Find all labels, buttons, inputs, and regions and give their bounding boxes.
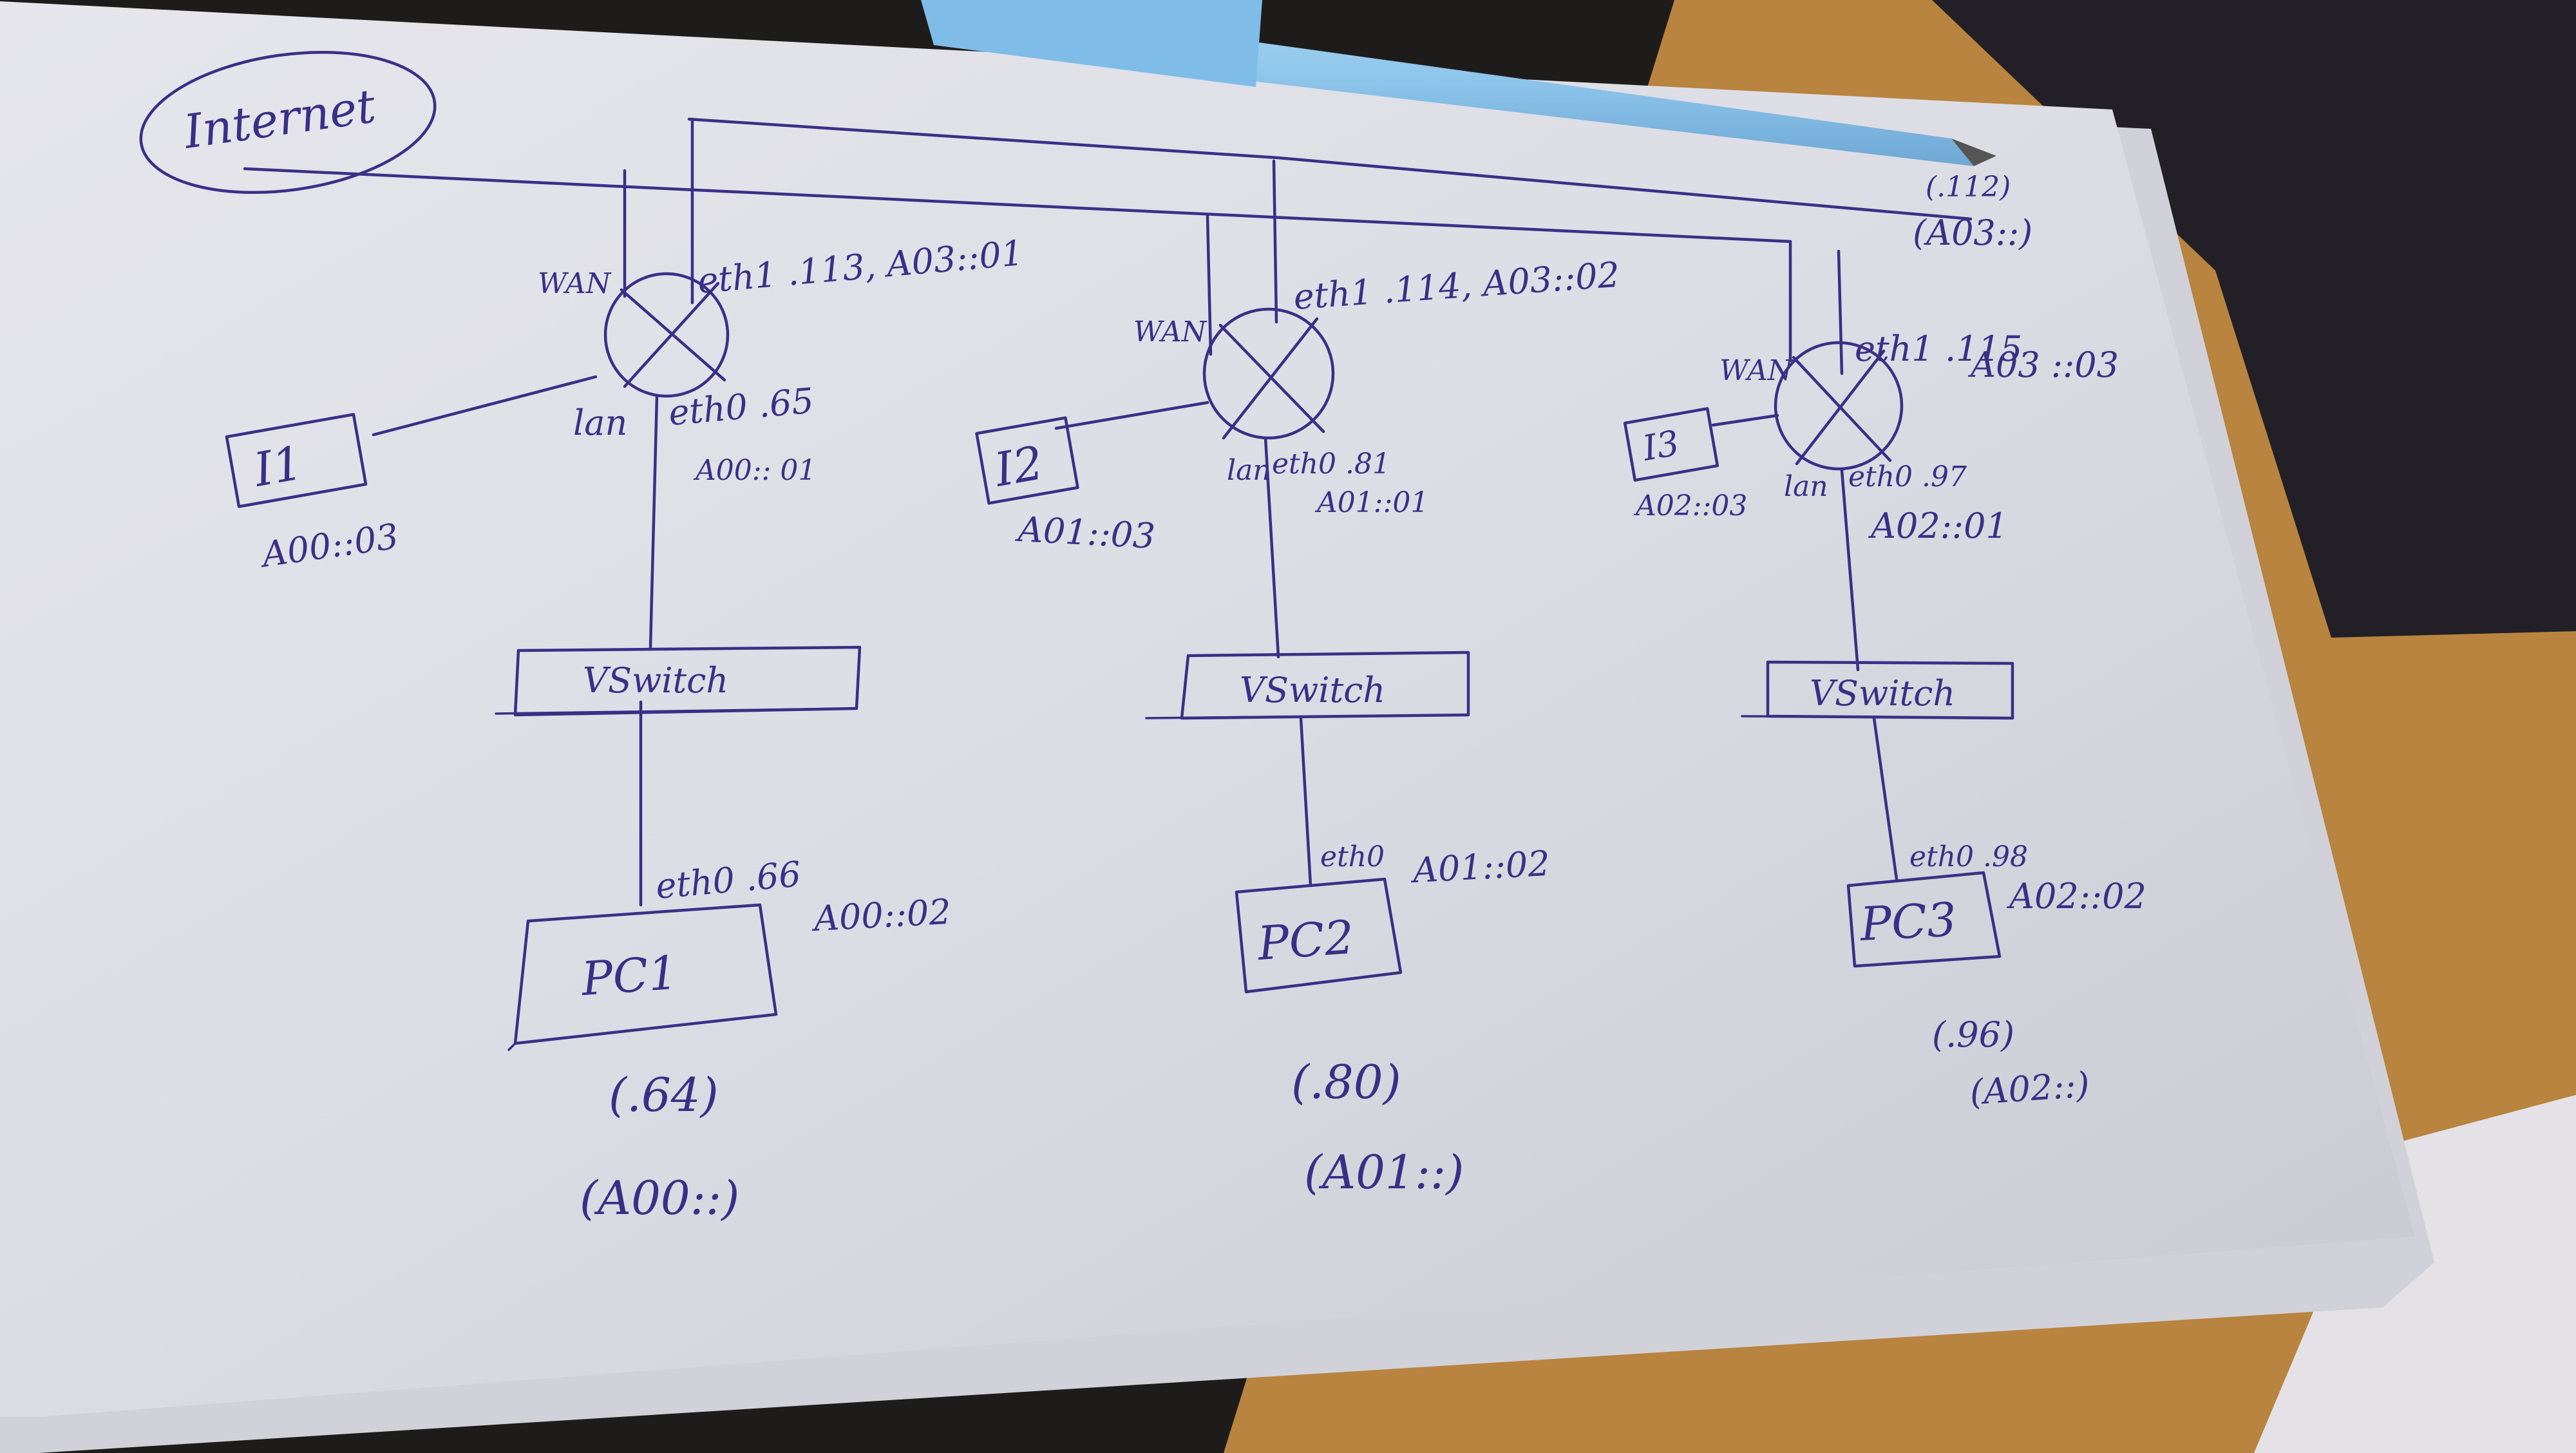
router-1-lan-label: lan	[573, 403, 627, 443]
router-3-to-i3	[1711, 413, 1779, 427]
router-3-lan-label: lan	[1784, 470, 1828, 503]
router-2-wan-label: WAN	[1133, 316, 1208, 348]
i3-box	[1623, 407, 1719, 482]
i3-addr: A02::03	[1633, 489, 1747, 522]
router-3: WAN eth1 .115 A03 ::03 lan eth0 .97 A02:…	[1623, 328, 2119, 672]
pc-2-subnet: (.80)	[1291, 1055, 1401, 1109]
backbone-line-upper	[687, 117, 1973, 221]
router-2-symbol	[1202, 307, 1335, 440]
router-2-lan-label: lan	[1227, 454, 1271, 487]
pc-1-label: PC1	[578, 945, 679, 1006]
vswitch-2-label: VSwitch	[1240, 670, 1385, 710]
router-1-to-i1	[372, 375, 598, 437]
i3-label: I3	[1639, 423, 1682, 469]
drop-router2-b	[1272, 159, 1278, 324]
pc-1-subnet: (.64)	[609, 1068, 719, 1122]
pc-1-box	[513, 903, 778, 1045]
drop-router2-a	[1206, 214, 1213, 356]
pc-2-eth: eth0	[1320, 840, 1385, 873]
pc-1-prefix: (A00::)	[580, 1171, 739, 1225]
router-1-symbol	[603, 272, 730, 398]
monitor-base	[1932, 0, 2576, 638]
pc-2-box	[1235, 877, 1403, 994]
pc-2-v6: A01::02	[1408, 843, 1551, 891]
pc-1-v6: A00::02	[810, 891, 952, 939]
router-1-cross	[620, 281, 726, 388]
pc-2: PC2 eth0 A01::02 (.80) (A01::)	[1235, 840, 1551, 1199]
router-2-to-switch	[1264, 436, 1280, 659]
router-2-lan-v6: A01::01	[1314, 486, 1428, 519]
vswitch-2: VSwitch	[1145, 651, 1470, 888]
pen-cap	[921, 0, 1262, 87]
router-2-lan-addr: eth0 .81	[1272, 448, 1390, 480]
vswitch-3-underline	[1741, 715, 2014, 719]
internet-ellipse	[139, 50, 437, 195]
drop-router3	[1837, 249, 1844, 375]
notebook-page	[0, 1, 2415, 1417]
vswitch-2-to-pc2	[1299, 716, 1312, 888]
i1-label: I1	[249, 435, 307, 497]
pc-2-prefix: (A01::)	[1304, 1145, 1464, 1199]
pc-2-label: PC2	[1255, 910, 1356, 971]
wan-subnet: (.112)	[1926, 171, 2011, 204]
router-1-lan-v6: A00:: 01	[693, 454, 816, 487]
pen-tip	[1951, 138, 1996, 166]
router-3-lan-v6: A02::01	[1868, 506, 2008, 546]
i1-box	[225, 413, 368, 508]
router-3-symbol	[1774, 341, 1904, 471]
pc-1: PC1 eth0 .66 A00::02 (.64) (A00::)	[507, 854, 952, 1225]
vswitch-2-underline	[1145, 714, 1470, 719]
router-3-cross	[1792, 349, 1892, 466]
network-diagram: Internet WAN eth1 .113, A03::01 lan eth0…	[139, 50, 2146, 1225]
pc-3-v6: A02::02	[2006, 876, 2146, 916]
pc-3-label: PC3	[1857, 892, 1958, 951]
vswitch-1: VSwitch	[495, 645, 862, 907]
vswitch-3-label: VSwitch	[1810, 673, 1955, 714]
router-3-to-switch	[1840, 468, 1860, 672]
router-1-wan-label: WAN	[538, 267, 612, 300]
vswitch-3-to-pc3	[1872, 716, 1899, 881]
notebook	[0, 1, 2434, 1453]
pc-3: PC3 eth0 .98 A02::02 (.96) (A02::)	[1846, 840, 2146, 1113]
wan-network-label: (.112) (A03::)	[1913, 171, 2032, 253]
i2-box	[975, 416, 1079, 505]
pc-3-eth: eth0 .98	[1909, 840, 2028, 873]
vswitch-3: VSwitch	[1741, 660, 2014, 881]
vswitch-1-label: VSwitch	[583, 660, 728, 701]
pen	[921, 0, 1996, 166]
router-3-wan-v6: A03 ::03	[1967, 345, 2119, 385]
vswitch-1-underline	[495, 707, 858, 715]
router-2-to-i2	[1054, 401, 1209, 430]
router-2-cross	[1218, 317, 1325, 440]
backbone-line-lower	[243, 167, 1792, 363]
pc-3-subnet: (.96)	[1932, 1014, 2014, 1055]
pc-3-box	[1846, 871, 2002, 968]
router-3-wan-label: WAN	[1719, 354, 1794, 387]
i2-addr: A01::03	[1014, 509, 1156, 556]
wan-backbone	[243, 117, 1973, 375]
pc-3-prefix: (A02::)	[1969, 1064, 2091, 1113]
wan-prefix: (A03::)	[1913, 213, 2032, 253]
router-3-lan-addr: eth0 .97	[1848, 461, 1967, 493]
router-1-to-switch	[649, 394, 659, 649]
router-3-wan-addr: eth1 .115	[1855, 328, 2022, 369]
i2-label: I2	[989, 435, 1047, 497]
pc-1-extra-edge	[507, 1042, 516, 1051]
